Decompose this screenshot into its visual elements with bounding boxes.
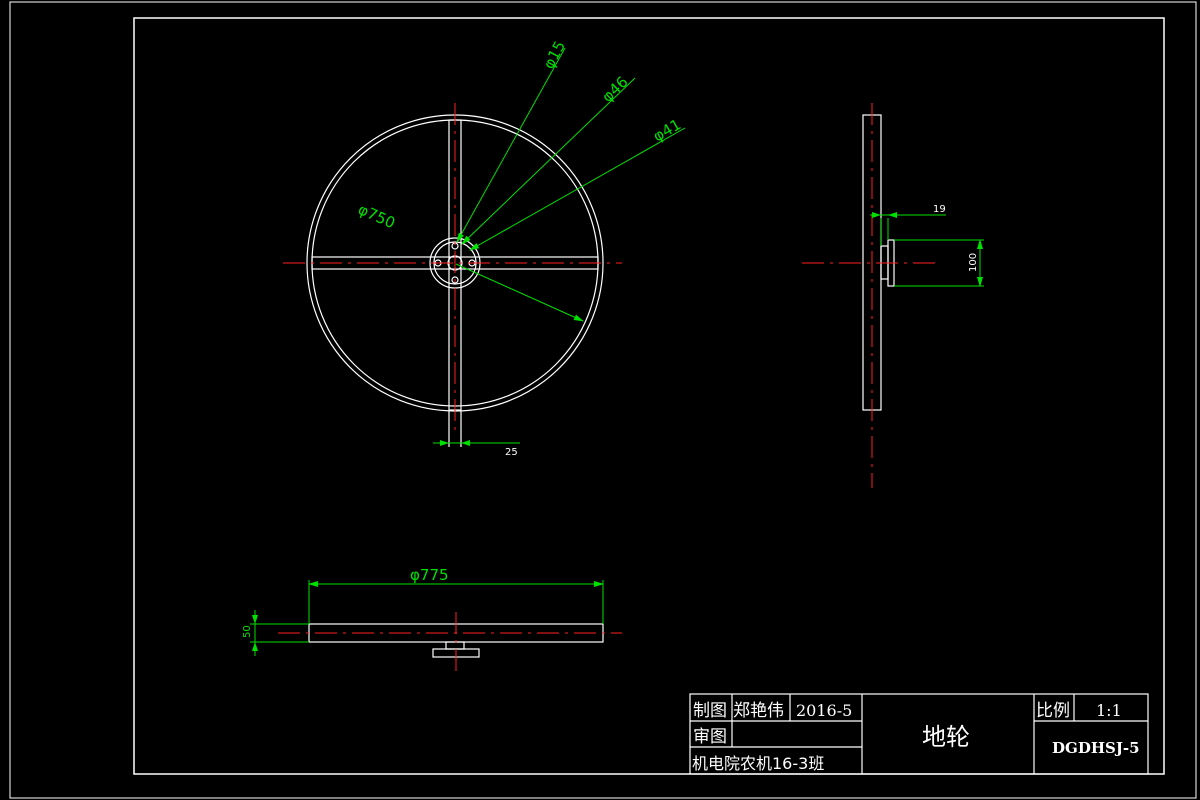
drafter-name: 郑艳伟 — [733, 701, 784, 721]
drawing-frame — [133, 17, 1165, 775]
title-block — [689, 693, 1149, 775]
leader-dia-15 — [456, 47, 566, 243]
label-dia-46: φ46 — [598, 73, 631, 106]
front-view: φ15 φ46 φ41 φ750 25 — [283, 38, 686, 458]
sheet-border-outer — [9, 1, 1197, 799]
school-class: 机电院农机16-3班 — [692, 754, 824, 773]
date: 2016-5 — [796, 701, 852, 720]
label-dia-775: φ775 — [410, 566, 449, 584]
bolt-hole — [451, 276, 459, 284]
part-name: 地轮 — [922, 723, 970, 751]
top-view: φ775 50 — [242, 566, 622, 672]
label-hub-offset: 19 — [933, 204, 946, 215]
scale-label: 比例 — [1036, 701, 1070, 721]
label-dia-15: φ15 — [540, 38, 570, 72]
leader-dia-41 — [469, 127, 686, 251]
drawing-number: DGDHSJ-5 — [1052, 739, 1140, 757]
hub-top — [445, 641, 465, 650]
label-hub-length: 100 — [968, 253, 979, 272]
label-spoke-width: 25 — [505, 447, 518, 458]
label-dia-750: φ750 — [355, 200, 398, 232]
label-dia-41: φ41 — [650, 115, 684, 145]
drafter-label: 制图 — [693, 701, 727, 721]
reviewer-label: 审图 — [693, 727, 727, 747]
scale-value: 1:1 — [1096, 701, 1122, 720]
dim-line-dia-750 — [455, 263, 584, 322]
side-view: 19 100 — [802, 103, 984, 488]
leader-dia-46 — [461, 77, 636, 245]
label-rim-width: 50 — [242, 625, 253, 638]
